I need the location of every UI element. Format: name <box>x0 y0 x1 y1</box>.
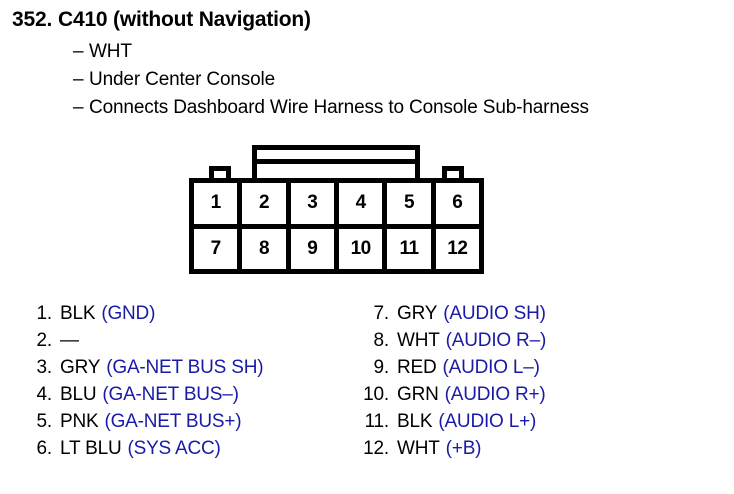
page-title: 352.C410 (without Navigation) <box>12 8 311 32</box>
detail-line-location: –Under Center Console <box>73 69 275 91</box>
pin-number: 7. <box>373 303 390 324</box>
dash-icon: – <box>73 41 84 62</box>
pin-list-item: 12. WHT(+B) <box>355 438 546 465</box>
pin-number: 1. <box>36 303 53 324</box>
pin-wire-color: — <box>60 330 79 351</box>
pin-grid: 1 2 3 4 5 6 7 8 9 10 11 12 <box>194 183 479 269</box>
pin-list-item: 3. GRY(GA-NET BUS SH) <box>18 357 264 384</box>
pin-number: 10. <box>363 384 389 405</box>
pin-wire-color: RED <box>397 357 437 378</box>
dash-icon: – <box>73 97 84 118</box>
pin-cell: 11 <box>387 228 431 269</box>
pin-cell: 7 <box>194 228 238 269</box>
detail-text: WHT <box>89 41 132 62</box>
pin-signal-name: (GA-NET BUS–) <box>102 384 239 405</box>
pin-cell: 2 <box>242 183 286 224</box>
detail-text: Connects Dashboard Wire Harness to Conso… <box>89 97 589 118</box>
pin-list-item: 7. GRY(AUDIO SH) <box>355 303 546 330</box>
pin-signal-name: (AUDIO L–) <box>442 357 540 378</box>
pin-list-item: 10. GRN(AUDIO R+) <box>355 384 546 411</box>
pin-wire-color: GRY <box>60 357 101 378</box>
pin-number: 11. <box>364 411 390 432</box>
pin-wire-color: BLU <box>60 384 97 405</box>
pin-signal-name: (AUDIO SH) <box>443 303 546 324</box>
pin-cell: 5 <box>387 183 431 224</box>
pin-cell: 12 <box>435 228 479 269</box>
pin-cell: 6 <box>435 183 479 224</box>
pin-list-item: 4. BLU(GA-NET BUS–) <box>18 384 263 411</box>
pin-wire-color: BLK <box>60 303 96 324</box>
pin-list-item: 8. WHT(AUDIO R–) <box>355 330 547 357</box>
pin-list-column-left: 1. BLK(GND) 2. — 3. GRY(GA-NET BUS SH) 4. BL… <box>18 303 264 465</box>
pin-signal-name: (GA-NET BUS+) <box>104 411 242 432</box>
pin-number: 2. <box>36 330 53 351</box>
connector-diagram: 1 2 3 4 5 6 7 8 9 10 11 12 <box>189 145 484 275</box>
pin-number: 4. <box>36 384 53 405</box>
pin-list-item: 2. — <box>18 330 263 357</box>
latch-inner-line <box>252 159 420 164</box>
pin-number: 3. <box>36 357 53 378</box>
title-number: 352. <box>12 8 53 31</box>
pin-wire-color: WHT <box>397 330 440 351</box>
pin-signal-name: (GA-NET BUS SH) <box>106 357 264 378</box>
pin-cell: 4 <box>338 183 383 224</box>
pin-number: 8. <box>373 330 390 351</box>
pin-number: 12. <box>363 438 389 459</box>
pin-wire-color: GRY <box>397 303 438 324</box>
pin-list-item: 5. PNK(GA-NET BUS+) <box>18 411 263 438</box>
pin-list-item: 9. RED(AUDIO L–) <box>355 357 546 384</box>
pin-signal-name: (GND) <box>101 303 156 324</box>
pin-number: 9. <box>373 357 390 378</box>
pin-wire-color: LT BLU <box>60 438 122 459</box>
pin-cell: 10 <box>338 228 383 269</box>
pin-cell: 3 <box>290 183 334 224</box>
pin-number: 6. <box>36 438 53 459</box>
title-text: C410 (without Navigation) <box>58 8 311 31</box>
pin-signal-name: (AUDIO R+) <box>444 384 546 405</box>
pin-number: 5. <box>36 411 53 432</box>
pin-signal-name: (SYS ACC) <box>127 438 221 459</box>
detail-text: Under Center Console <box>89 69 276 90</box>
pin-cell: 9 <box>290 228 334 269</box>
detail-line-wire-color: –WHT <box>73 41 132 63</box>
dash-icon: – <box>73 69 84 90</box>
pin-cell: 8 <box>242 228 286 269</box>
pin-signal-name: (AUDIO R–) <box>445 330 547 351</box>
pin-wire-color: BLK <box>397 411 433 432</box>
pin-list-item: 11. BLK(AUDIO L+) <box>355 411 546 438</box>
pin-signal-name: (AUDIO L+) <box>438 411 537 432</box>
pin-list-item: 1. BLK(GND) <box>18 303 263 330</box>
detail-line-connects: –Connects Dashboard Wire Harness to Cons… <box>73 97 589 119</box>
pin-cell: 1 <box>194 183 238 224</box>
pin-wire-color: WHT <box>397 438 440 459</box>
pin-wire-color: PNK <box>60 411 99 432</box>
pin-signal-name: (+B) <box>445 438 482 459</box>
pin-list-column-right: 7.GRY(AUDIO SH) 8.WHT(AUDIO R–) 9.RED(AU… <box>355 303 546 465</box>
pin-wire-color: GRN <box>397 384 439 405</box>
pin-list-item: 6. LT BLU(SYS ACC) <box>18 438 263 465</box>
